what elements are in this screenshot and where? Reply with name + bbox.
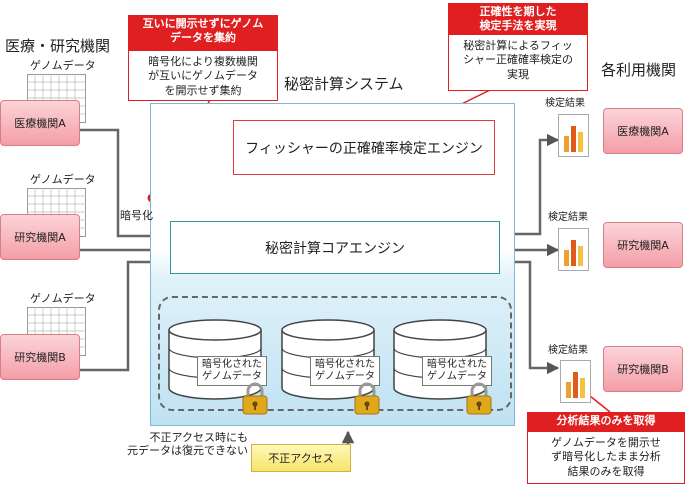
encrypted-data-label-1: 暗号化されたゲノムデータ	[197, 356, 267, 386]
bar-chart-document-icon	[558, 228, 589, 271]
user-institution-1-label: 医療機関A	[617, 125, 669, 138]
source-institution-1: 医療機関A	[0, 100, 80, 146]
right-org-heading: 各利用機関	[601, 61, 677, 79]
source-institution-2: 研究機関A	[0, 214, 80, 260]
left-org-heading: 医療・研究機関	[5, 37, 111, 55]
arrow-source-1	[78, 128, 170, 243]
arrow-source-3	[78, 255, 170, 372]
database-zone	[158, 296, 512, 411]
encrypted-data-label-2: 暗号化されたゲノムデータ	[310, 356, 380, 386]
user-institution-2-label: 研究機関A	[617, 239, 669, 252]
unauthorized-access-box: 不正アクセス	[251, 444, 351, 472]
user-institution-2: 研究機関A	[603, 222, 683, 268]
source-institution-2-label: 研究機関A	[14, 231, 66, 244]
callout-accuracy-body: 秘密計算によるフィッ シャー正確確率検定の 実現	[448, 35, 588, 91]
encrypt-label: 暗号化	[120, 209, 153, 222]
arrow-user-3	[502, 260, 560, 375]
callout-aggregate-title: 互いに開示せずにゲノム データを集約	[128, 15, 278, 51]
callout-aggregate-body: 暗号化により複数機関 が互いにゲノムデータ を開示せず集約	[128, 51, 278, 101]
source-institution-1-label: 医療機関A	[14, 117, 66, 130]
core-engine-label: 秘密計算コアエンジン	[265, 240, 405, 257]
genome-data-label-3: ゲノムデータ	[30, 292, 96, 305]
fisher-exact-test-engine: フィッシャーの正確確率検定エンジン	[233, 120, 495, 175]
bar-chart-document-icon	[560, 360, 591, 403]
lock-icon	[354, 382, 380, 415]
user-institution-3: 研究機関B	[603, 346, 683, 392]
unauthorized-access-label: 不正アクセス	[268, 452, 334, 465]
lock-icon	[242, 382, 268, 415]
core-engine: 秘密計算コアエンジン	[170, 221, 500, 274]
callout-accuracy-title: 正確性を期した 検定手法を実現	[448, 3, 588, 35]
arrow-user-1	[502, 133, 560, 236]
fisher-engine-label: フィッシャーの正確確率検定エンジン	[245, 140, 483, 157]
attack-note: 不正アクセス時にも 元データは復元できない	[127, 431, 248, 457]
test-result-label-3: 検定結果	[548, 345, 588, 356]
encrypted-data-label-3: 暗号化されたゲノムデータ	[422, 356, 492, 386]
callout-result-only-body: ゲノムデータを開示せ ず暗号化したまま分析 結果のみを取得	[527, 432, 685, 484]
system-heading: 秘密計算システム	[284, 75, 404, 93]
callout-result-only-title: 分析結果のみを取得	[527, 412, 685, 432]
lock-icon	[466, 382, 492, 415]
genome-data-label-1: ゲノムデータ	[30, 59, 96, 72]
user-institution-1: 医療機関A	[603, 108, 683, 154]
source-institution-3: 研究機関B	[0, 334, 80, 380]
test-result-label-2: 検定結果	[548, 212, 588, 223]
test-result-label-1: 検定結果	[545, 98, 585, 109]
source-institution-3-label: 研究機関B	[14, 351, 66, 364]
genome-data-label-2: ゲノムデータ	[30, 173, 96, 186]
bar-chart-document-icon	[558, 114, 589, 157]
user-institution-3-label: 研究機関B	[617, 363, 669, 376]
